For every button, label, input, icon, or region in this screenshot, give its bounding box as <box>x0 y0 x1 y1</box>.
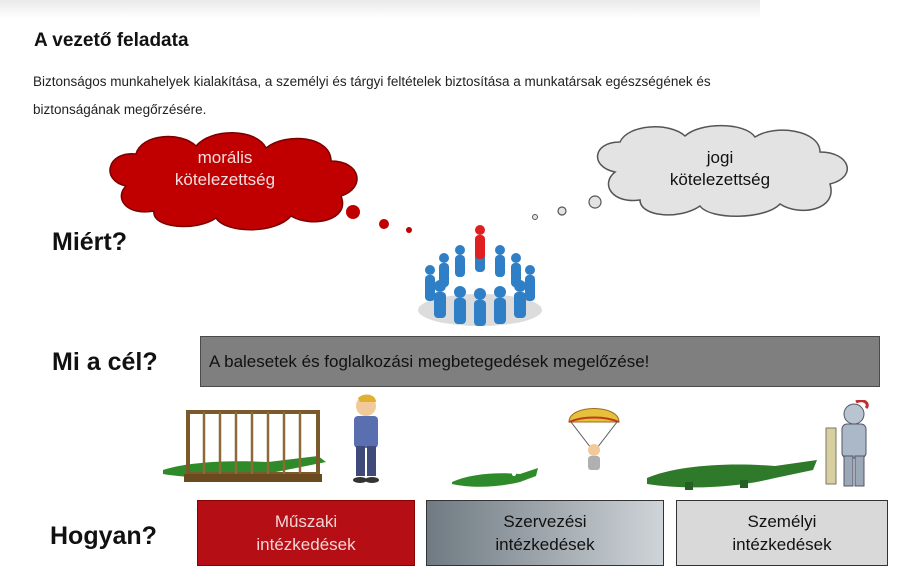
goal-question: Mi a cél? <box>52 348 158 376</box>
goal-bar: A balesetek és foglalkozási megbetegedés… <box>200 336 880 387</box>
people-circle-icon <box>418 225 542 326</box>
intro-text: Biztonságos munkahelyek kialakítása, a s… <box>33 74 711 117</box>
why-question: Miért? <box>52 228 127 256</box>
moral-cloud-line2: kötelezettség <box>174 170 276 189</box>
worker-icon <box>353 394 379 483</box>
moral-cloud-line1: morális <box>197 148 253 167</box>
organizational-measures-line1: Szervezési <box>503 512 587 531</box>
crocodile-icon <box>452 468 538 487</box>
moral-cloud-label: morális kötelezettség <box>155 147 295 191</box>
legal-thought-cloud-icon <box>532 124 848 220</box>
personal-measures-box: Személyi intézkedések <box>676 500 888 566</box>
legal-cloud-label: jogi kötelezettség <box>640 147 800 191</box>
how-question: Hogyan? <box>50 522 157 550</box>
moral-thought-cloud-icon <box>109 132 412 233</box>
top-shadow <box>0 0 760 18</box>
caged-crocodile-icon <box>163 410 326 482</box>
page-title: A vezető feladata <box>34 30 189 51</box>
organizational-measures-line2: intézkedések <box>495 535 595 554</box>
parachute-icon <box>568 408 620 470</box>
personal-measures-line2: intézkedések <box>732 535 832 554</box>
crocodile-icon <box>647 460 817 490</box>
technical-measures-box: Műszaki intézkedések <box>197 500 415 566</box>
personal-measures-line1: Személyi <box>747 512 817 531</box>
legal-cloud-line1: jogi <box>706 148 734 167</box>
technical-measures-line1: Műszaki <box>274 512 338 531</box>
goal-text: A balesetek és foglalkozási megbetegedés… <box>209 351 650 371</box>
knight-icon <box>825 400 869 487</box>
technical-measures-line2: intézkedések <box>256 535 356 554</box>
organizational-measures-box: Szervezési intézkedések <box>426 500 664 566</box>
legal-cloud-line2: kötelezettség <box>669 170 771 189</box>
